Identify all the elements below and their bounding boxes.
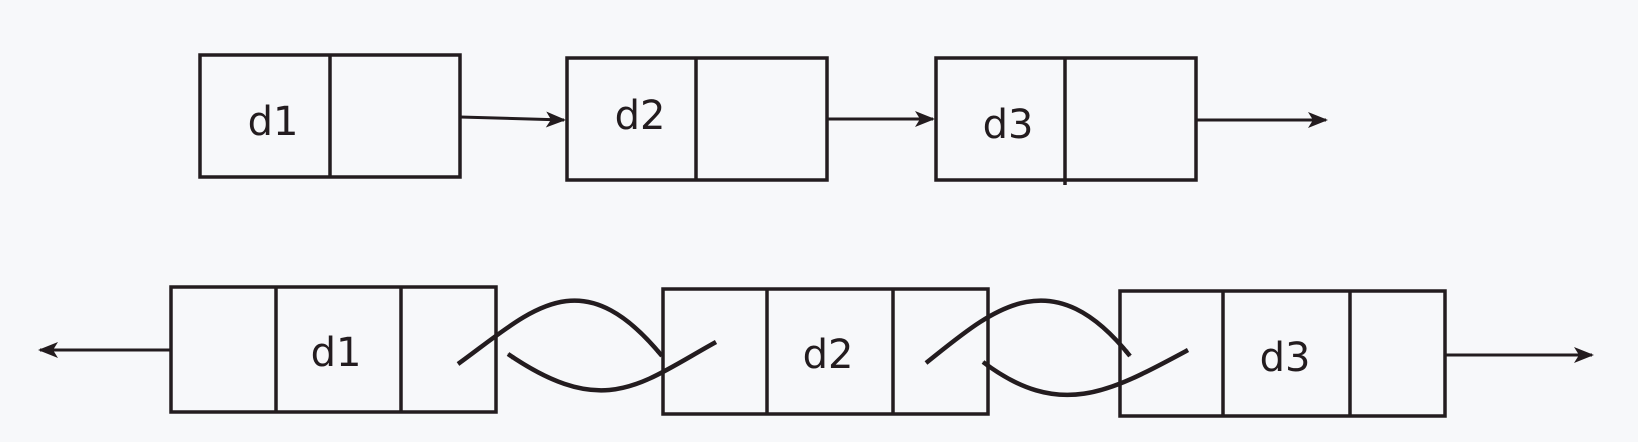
doubly-node-label: d1 xyxy=(311,330,362,376)
singly-node-d3 xyxy=(934,56,1198,185)
singly-node-d1 xyxy=(198,53,462,179)
singly-node-label: d3 xyxy=(983,102,1034,148)
doubly-node-box xyxy=(661,287,990,416)
prev-pointer-curve xyxy=(981,348,1190,398)
next-pointer-arrow xyxy=(459,111,566,128)
singly-linked-list xyxy=(198,53,1328,185)
next-pointer-curve xyxy=(924,298,1132,365)
singly-node-label: d2 xyxy=(615,93,666,139)
doubly-node-label: d3 xyxy=(1260,335,1311,381)
doubly-linked-list xyxy=(38,285,1594,418)
doubly-node-d2 xyxy=(661,287,990,416)
next-pointer-curve xyxy=(456,298,664,366)
singly-node-d2 xyxy=(565,56,829,182)
prev-pointer-curve xyxy=(506,340,718,393)
doubly-node-label: d2 xyxy=(803,332,854,378)
singly-node-label: d1 xyxy=(248,99,299,145)
